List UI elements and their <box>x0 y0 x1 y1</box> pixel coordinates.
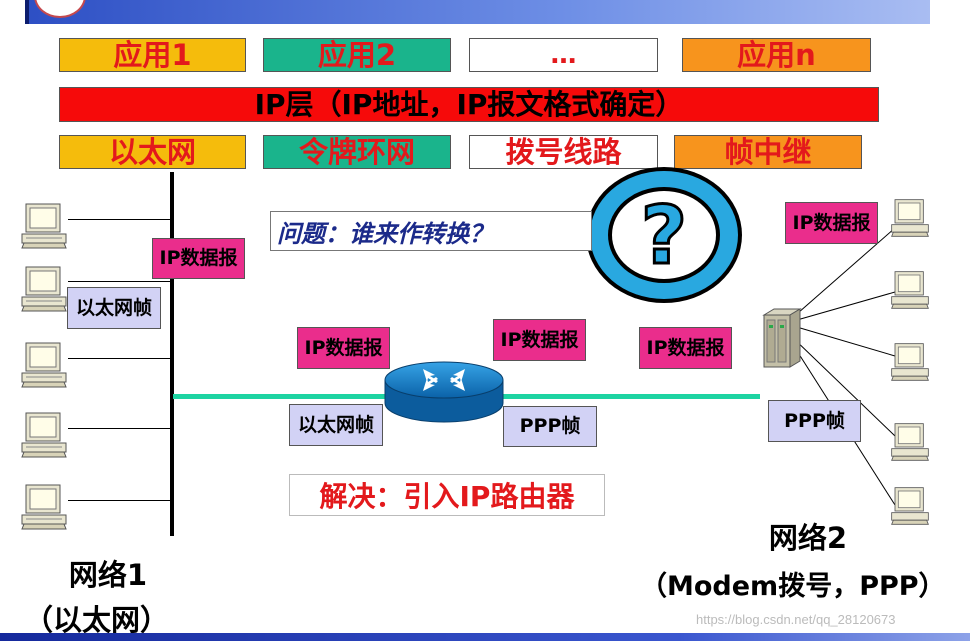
computer-icon <box>890 422 930 462</box>
pc-link-1 <box>68 219 171 220</box>
ip-datagram-label-link: IP数据报 <box>639 327 732 369</box>
network1-title: 网络1 <box>68 558 148 592</box>
computer-icon <box>890 198 930 238</box>
title-bar-accent <box>25 0 29 24</box>
net-layer-token-ring: 令牌环网 <box>263 135 451 169</box>
computer-icon <box>890 270 930 310</box>
question-box: 问题：谁来作转换？ <box>270 211 592 251</box>
computer-icon <box>20 203 68 249</box>
app-layer-1: 应用1 <box>59 38 246 72</box>
modem-pool-icon <box>758 307 804 373</box>
question-text: 问题：谁来作转换？ <box>277 219 493 248</box>
computer-icon <box>890 486 930 526</box>
computer-icon <box>890 342 930 382</box>
eth-frame-label-router: 以太网帧 <box>289 404 383 446</box>
question-mark-icon: ? <box>583 163 745 309</box>
network2-subtitle: （Modem拨号，PPP） <box>640 571 946 602</box>
ip-layer: IP层（IP地址，IP报文格式确定） <box>59 87 879 122</box>
eth-frame-label-net1: 以太网帧 <box>67 287 161 329</box>
app-layer-n: 应用n <box>682 38 871 72</box>
router-icon <box>383 361 505 427</box>
ip-datagram-label-router-left: IP数据报 <box>297 327 390 369</box>
app-layer-ellipsis: … <box>469 38 658 72</box>
net-layer-dialup: 拨号线路 <box>469 135 658 169</box>
watermark: https://blog.csdn.net/qq_28120673 <box>696 612 896 627</box>
ip-datagram-label-net1: IP数据报 <box>152 238 245 279</box>
solution-text: 解决：引入IP路由器 <box>319 480 575 513</box>
network2-title: 网络2 <box>768 521 848 555</box>
net-layer-frame-relay: 帧中继 <box>674 135 862 169</box>
computer-icon <box>20 266 68 312</box>
ppp-frame-label-router: PPP帧 <box>503 406 597 447</box>
computer-icon <box>20 412 68 458</box>
pc-link-5 <box>68 500 171 501</box>
ip-datagram-label-net2: IP数据报 <box>785 202 878 244</box>
svg-text:?: ? <box>641 189 687 282</box>
pc-link-3 <box>68 358 171 359</box>
computer-icon <box>20 484 68 530</box>
title-bar <box>25 0 930 24</box>
network1-subtitle: （以太网） <box>24 603 170 637</box>
ppp-frame-label-net2: PPP帧 <box>768 400 861 442</box>
solution-box: 解决：引入IP路由器 <box>289 474 605 516</box>
pc-link-4 <box>68 428 171 429</box>
app-layer-2: 应用2 <box>263 38 451 72</box>
net-layer-ethernet: 以太网 <box>59 135 246 169</box>
pc-link-2 <box>68 281 171 282</box>
ethernet-bus <box>170 172 174 536</box>
footer-bar <box>0 633 970 641</box>
computer-icon <box>20 342 68 388</box>
ip-datagram-label-router-right: IP数据报 <box>493 319 586 361</box>
